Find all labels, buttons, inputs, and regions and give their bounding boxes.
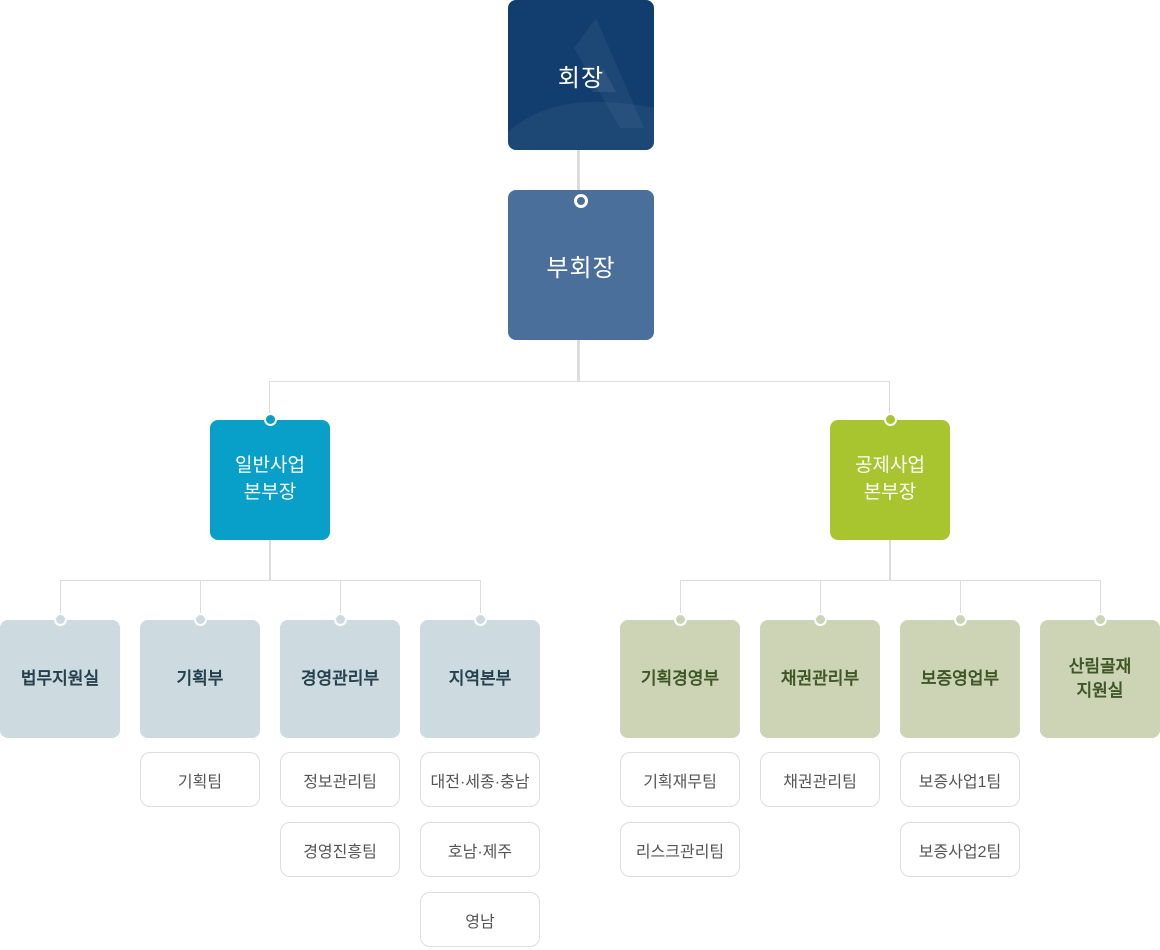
node-general-business-head: 일반사업 본부장 — [210, 413, 330, 540]
team-label: 기획팀 — [177, 773, 223, 791]
connector-line — [577, 340, 580, 381]
dept-legal-support: 법무지원실 — [0, 613, 120, 738]
team-box: 경영진흥팀 — [280, 822, 400, 877]
node-chairman: 회장 — [508, 0, 654, 150]
node-mutual-aid-head-label: 공제사업 본부장 — [855, 455, 925, 503]
connector-line — [680, 580, 1100, 581]
node-mutual-aid-head: 공제사업 본부장 — [830, 413, 950, 540]
team-label: 리스크관리팀 — [635, 843, 725, 861]
team-label: 정보관리팀 — [303, 773, 377, 791]
team-box: 정보관리팀 — [280, 752, 400, 807]
connector-line — [820, 580, 821, 614]
node-vice-chairman: 부회장 — [508, 190, 654, 340]
dept-guarantee-sales: 보증영업부 — [900, 613, 1020, 738]
connector-dot — [813, 613, 827, 626]
dept-forest-aggregate-support: 산림골재 지원실 — [1040, 613, 1160, 738]
connector-line — [60, 580, 480, 581]
team-label: 기획재무팀 — [643, 773, 717, 791]
dept-planning: 기획부 — [140, 613, 260, 738]
connector-dot — [333, 613, 347, 626]
connector-line — [60, 580, 61, 614]
dept-label: 보증영업부 — [920, 669, 1000, 689]
dept-management: 경영관리부 — [280, 613, 400, 738]
connector-line — [1100, 580, 1101, 614]
dept-planning-management: 기획경영부 — [620, 613, 740, 738]
dept-label: 산림골재 지원실 — [1068, 657, 1132, 700]
connector-line — [960, 580, 961, 614]
connector-line — [889, 381, 890, 415]
team-label: 채권관리팀 — [783, 773, 857, 791]
team-box: 보증사업2팀 — [900, 822, 1020, 877]
team-label: 경영진흥팀 — [303, 843, 377, 861]
team-box: 영남 — [420, 892, 540, 947]
connector-line — [200, 580, 201, 614]
dept-label: 법무지원실 — [20, 669, 100, 689]
connector-line — [577, 150, 580, 193]
connector-dot — [953, 613, 967, 626]
connector-line — [340, 580, 341, 614]
node-general-business-head-label: 일반사업 본부장 — [235, 455, 305, 503]
team-label: 보증사업2팀 — [918, 843, 1002, 861]
team-box: 리스크관리팀 — [620, 822, 740, 877]
team-label: 대전·세종·충남 — [430, 773, 530, 791]
team-box: 기획재무팀 — [620, 752, 740, 807]
connector-dot — [574, 194, 588, 208]
team-box: 대전·세종·충남 — [420, 752, 540, 807]
connector-line — [480, 580, 481, 614]
node-vice-chairman-label: 부회장 — [546, 254, 616, 282]
dept-bond-management: 채권관리부 — [760, 613, 880, 738]
dept-label: 채권관리부 — [780, 669, 860, 689]
connector-line — [680, 580, 681, 614]
team-box: 보증사업1팀 — [900, 752, 1020, 807]
connector-dot — [473, 613, 487, 626]
team-label: 호남·제주 — [447, 843, 513, 861]
team-box: 채권관리팀 — [760, 752, 880, 807]
dept-regional-hq: 지역본부 — [420, 613, 540, 738]
connector-dot — [883, 413, 897, 426]
team-label: 보증사업1팀 — [918, 773, 1002, 791]
dept-label: 지역본부 — [448, 669, 512, 689]
dept-label: 기획경영부 — [640, 669, 720, 689]
connector-line — [270, 381, 889, 382]
dept-label: 기획부 — [176, 669, 224, 689]
connector-line — [269, 540, 271, 580]
team-box: 호남·제주 — [420, 822, 540, 877]
node-chairman-label: 회장 — [557, 64, 605, 92]
team-label: 영남 — [465, 913, 495, 931]
connector-dot — [1093, 613, 1107, 626]
connector-dot — [193, 613, 207, 626]
dept-label: 경영관리부 — [300, 669, 380, 689]
team-box: 기획팀 — [140, 752, 260, 807]
connector-line — [889, 540, 891, 580]
connector-dot — [53, 613, 67, 626]
connector-dot — [263, 413, 277, 426]
connector-line — [269, 381, 270, 415]
connector-dot — [673, 613, 687, 626]
